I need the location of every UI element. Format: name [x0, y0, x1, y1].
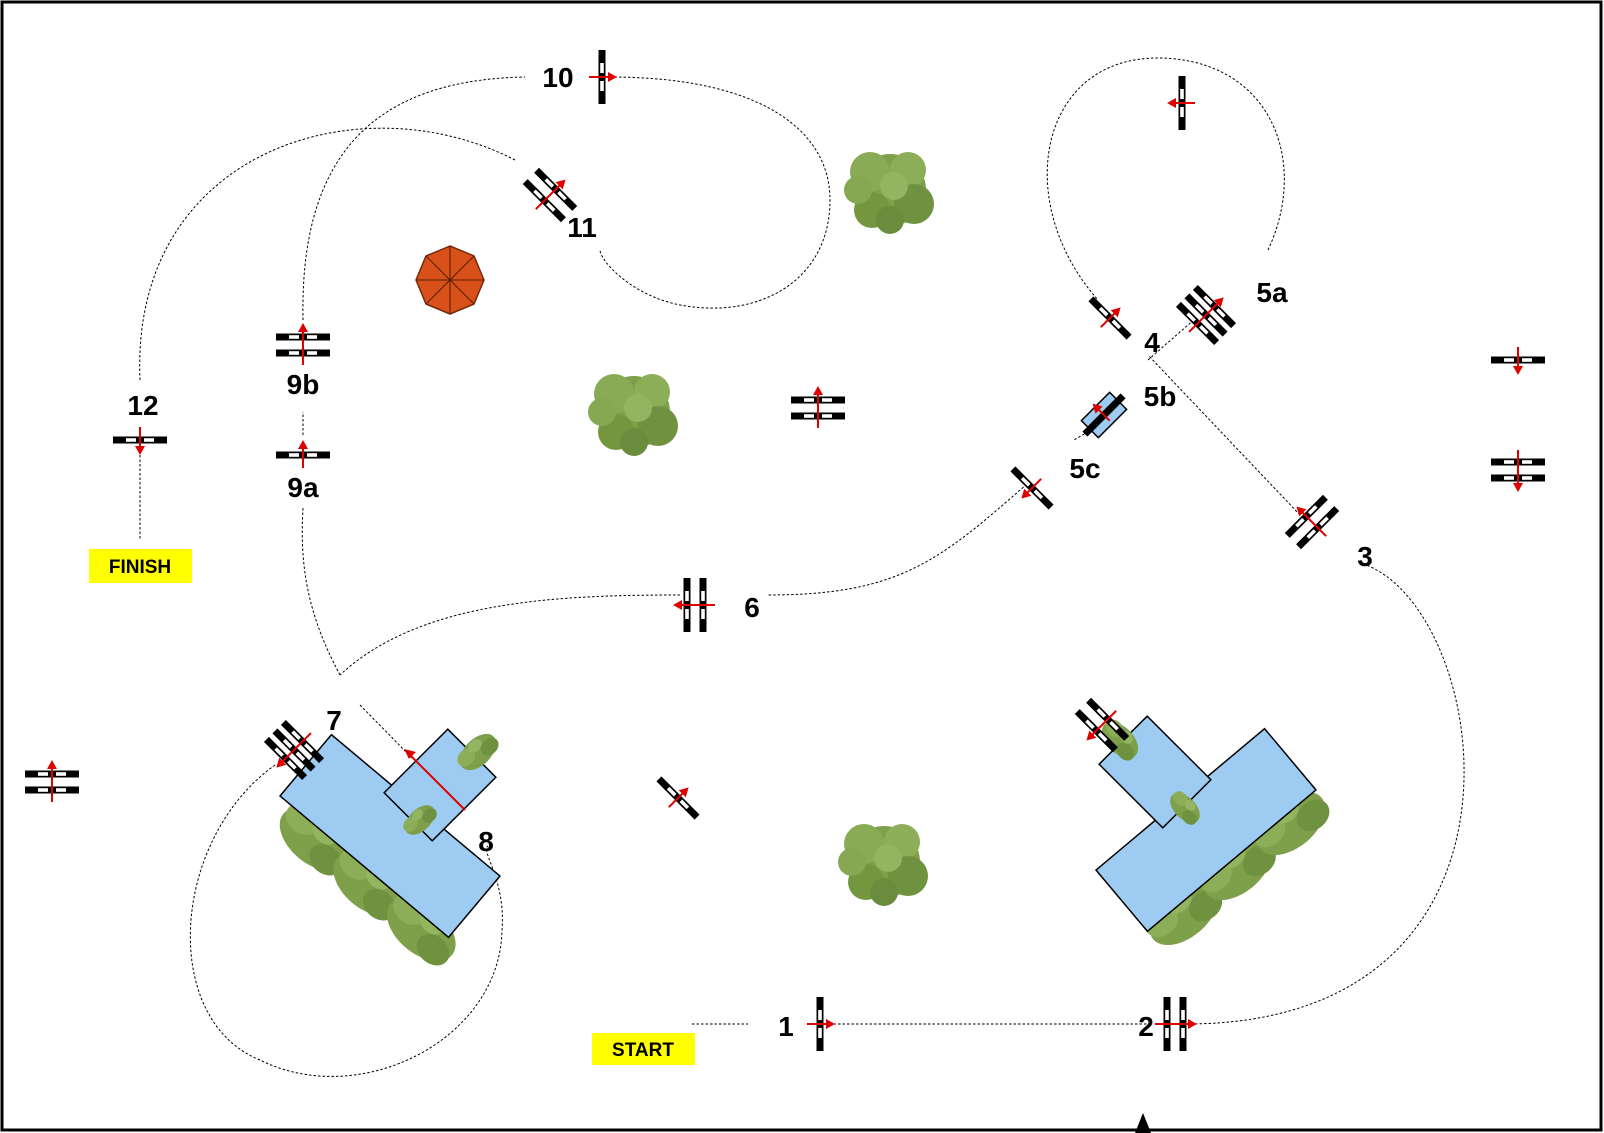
fence-icon: [276, 323, 330, 365]
course-route: [140, 58, 1464, 1076]
fence-icon: [113, 427, 167, 455]
fence-number-10: 10: [542, 62, 573, 93]
entrance-arrow-icon: [1135, 1113, 1151, 1133]
fence-number-3: 3: [1357, 541, 1373, 572]
fence-number-9b: 9b: [287, 369, 320, 400]
fence-icon: [807, 997, 835, 1051]
fence-icon: [1277, 487, 1345, 555]
fence-number-5c: 5c: [1069, 453, 1100, 484]
tree-icon: [844, 152, 934, 234]
fence-number-6: 6: [744, 592, 760, 623]
fence-icon: [673, 578, 715, 632]
fence-icon: [1074, 385, 1132, 443]
finish-marker: FINISH: [89, 549, 192, 583]
finish-label: FINISH: [109, 557, 171, 578]
start-marker: START: [592, 1033, 695, 1065]
fence-number-11: 11: [567, 212, 597, 243]
tree-icon: [588, 374, 678, 456]
fence-icon: [25, 760, 79, 802]
fence-number-1: 1: [778, 1011, 794, 1042]
fence-icon: [1082, 288, 1140, 346]
start-label: START: [612, 1040, 674, 1061]
fence-number-2: 2: [1138, 1011, 1154, 1042]
umbrella-icon: [416, 246, 484, 314]
fence-number-8: 8: [478, 826, 494, 857]
fence-icon: [589, 50, 617, 104]
fence-number-5b: 5b: [1144, 381, 1177, 412]
fence-icon: [1155, 997, 1197, 1051]
fence-icon: [791, 386, 845, 428]
fence-icon: [650, 768, 708, 826]
fence-icon: [1170, 278, 1243, 351]
fence-icon: [1491, 450, 1545, 492]
water-jump-icon: [1095, 715, 1337, 957]
fence-number-12: 12: [127, 390, 158, 421]
tree-icon: [838, 824, 928, 906]
fence-number-9a: 9a: [287, 472, 319, 503]
fence-icon: [276, 440, 330, 468]
fence-number-5a: 5a: [1256, 277, 1288, 308]
fence-number-4: 4: [1144, 327, 1160, 358]
fence-number-7: 7: [326, 705, 342, 736]
fence-icon: [1491, 347, 1545, 375]
fence-icon: [1167, 76, 1195, 130]
fence-icon: [1002, 460, 1060, 518]
